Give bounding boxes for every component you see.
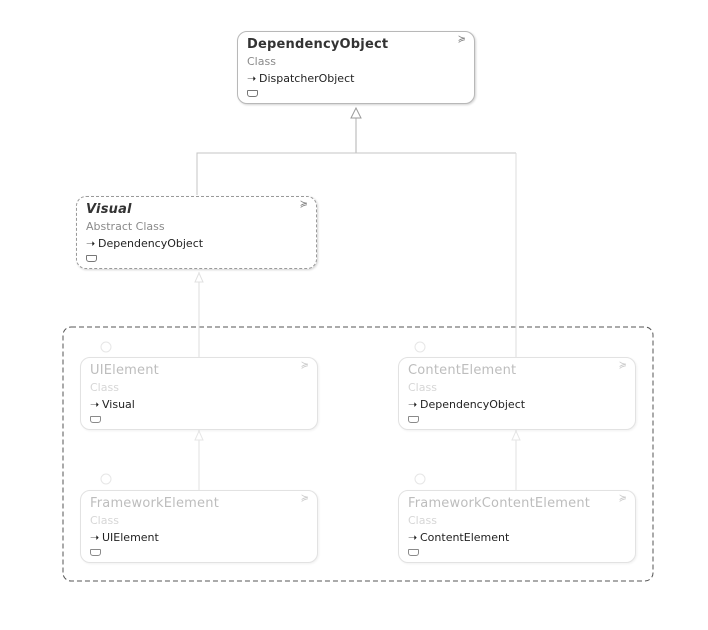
class-box-contentelement[interactable]: ContentElement ≽ Class ➝DependencyObject xyxy=(398,357,636,430)
inheritance-arrowhead-visual xyxy=(194,271,204,283)
selection-group-frame xyxy=(62,326,654,582)
class-name: DependencyObject xyxy=(247,37,389,52)
base-type-name: DispatcherObject xyxy=(259,72,355,85)
connector-visual-to-dependencyobject xyxy=(196,152,516,195)
marker-uielement xyxy=(100,341,112,353)
inheritance-arrowhead-uielement xyxy=(194,429,204,441)
inherits-arrow-icon: ➝ xyxy=(86,237,96,250)
inherits-arrow-icon: ➝ xyxy=(247,72,257,85)
expand-collapse-icon[interactable]: ≽ xyxy=(299,199,308,210)
class-box-dependencyobject[interactable]: DependencyObject ≽ Class ➝DispatcherObje… xyxy=(237,31,475,104)
expand-collapse-icon[interactable]: ≽ xyxy=(457,34,466,45)
class-kind: Class xyxy=(90,381,119,394)
class-name: Visual xyxy=(86,202,132,217)
inherits-arrow-icon: ➝ xyxy=(90,398,100,411)
class-kind: Class xyxy=(408,381,437,394)
class-name: FrameworkContentElement xyxy=(408,496,591,511)
base-type-name: DependencyObject xyxy=(420,398,526,411)
base-type-row: ➝DependencyObject xyxy=(86,237,203,250)
inherits-arrow-icon: ➝ xyxy=(408,398,418,411)
base-type-name: DependencyObject xyxy=(98,237,204,250)
class-box-frameworkelement[interactable]: FrameworkElement ≽ Class ➝UIElement xyxy=(80,490,318,563)
class-box-uielement[interactable]: UIElement ≽ Class ➝Visual xyxy=(80,357,318,430)
base-type-row: ➝ContentElement xyxy=(408,531,509,544)
expand-collapse-icon[interactable]: ≽ xyxy=(618,360,627,371)
class-name: ContentElement xyxy=(408,363,517,378)
base-type-row: ➝DependencyObject xyxy=(408,398,525,411)
base-type-name: Visual xyxy=(102,398,135,411)
base-type-name: ContentElement xyxy=(420,531,510,544)
inheritance-arrowhead-dependencyobject xyxy=(350,106,362,119)
marker-contentelement xyxy=(414,341,426,353)
expand-collapse-icon[interactable]: ≽ xyxy=(300,360,309,371)
marker-frameworkcontentelement xyxy=(414,473,426,485)
marker-frameworkelement xyxy=(100,473,112,485)
collapse-handle-icon[interactable] xyxy=(90,416,101,423)
collapse-handle-icon[interactable] xyxy=(90,549,101,556)
inherits-arrow-icon: ➝ xyxy=(408,531,418,544)
collapse-handle-icon[interactable] xyxy=(86,255,97,262)
expand-collapse-icon[interactable]: ≽ xyxy=(618,493,627,504)
base-type-row: ➝Visual xyxy=(90,398,135,411)
expand-collapse-icon[interactable]: ≽ xyxy=(300,493,309,504)
inherits-arrow-icon: ➝ xyxy=(90,531,100,544)
class-kind: Class xyxy=(90,514,119,527)
class-kind: Abstract Class xyxy=(86,220,165,233)
class-kind: Class xyxy=(247,55,276,68)
collapse-handle-icon[interactable] xyxy=(408,416,419,423)
class-kind: Class xyxy=(408,514,437,527)
base-type-name: UIElement xyxy=(102,531,159,544)
collapse-handle-icon[interactable] xyxy=(247,90,258,97)
base-type-row: ➝DispatcherObject xyxy=(247,72,354,85)
class-box-visual[interactable]: Visual ≽ Abstract Class ➝DependencyObjec… xyxy=(76,196,317,269)
collapse-handle-icon[interactable] xyxy=(408,549,419,556)
class-name: FrameworkElement xyxy=(90,496,219,511)
class-box-frameworkcontentelement[interactable]: FrameworkContentElement ≽ Class ➝Content… xyxy=(398,490,636,563)
base-type-row: ➝UIElement xyxy=(90,531,159,544)
inheritance-arrowhead-contentelement xyxy=(511,429,521,441)
class-name: UIElement xyxy=(90,363,159,378)
